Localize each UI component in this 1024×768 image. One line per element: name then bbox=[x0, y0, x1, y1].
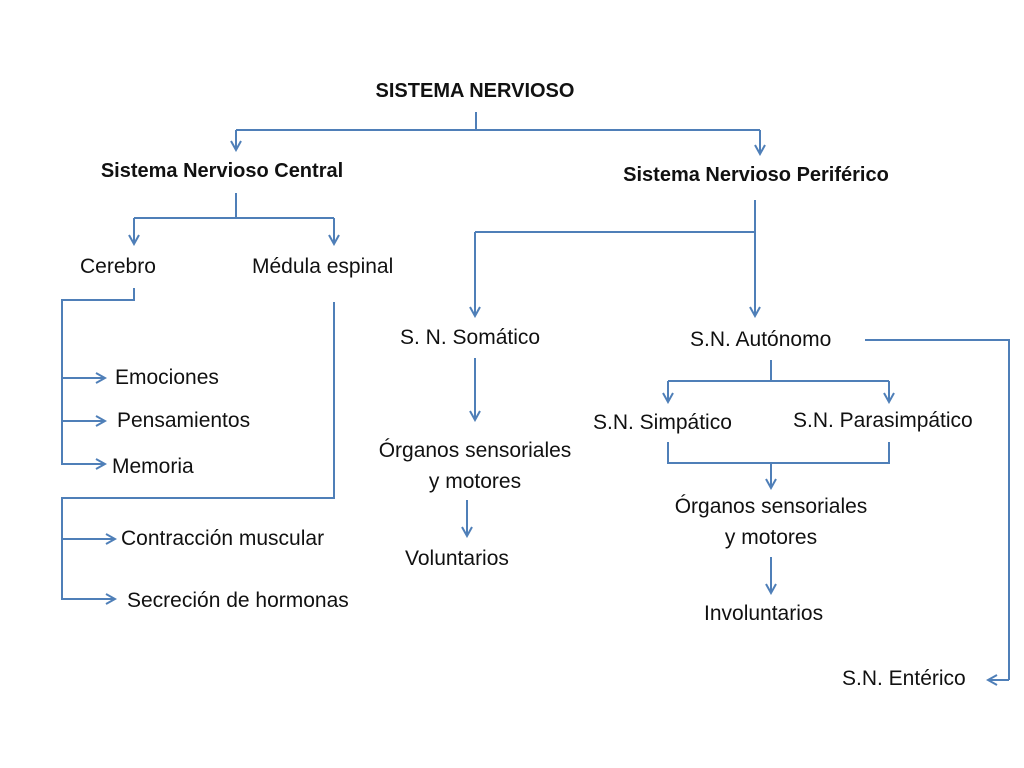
autonomic-split bbox=[668, 360, 889, 402]
autonomic-label: S.N. Autónomo bbox=[690, 328, 832, 351]
central-title: Sistema Nervioso Central bbox=[100, 160, 344, 182]
function-emociones: Emociones bbox=[115, 366, 219, 389]
autonomic-merge bbox=[667, 442, 890, 593]
autonomic-organs-line1: Órganos sensoriales bbox=[674, 495, 868, 518]
somatic-organs-line2: y motores bbox=[428, 470, 522, 493]
medula-bracket bbox=[61, 302, 335, 600]
enteric-label: S.N. Entérico bbox=[842, 667, 966, 690]
cerebro-label: Cerebro bbox=[80, 255, 156, 278]
enteric-connector bbox=[865, 339, 1010, 680]
somatic-chain bbox=[467, 358, 475, 536]
peripheral-title: Sistema Nervioso Periférico bbox=[623, 164, 889, 186]
somatic-label: S. N. Somático bbox=[400, 326, 541, 349]
root-connector bbox=[236, 112, 760, 154]
function-secrecion: Secreción de hormonas bbox=[127, 589, 349, 612]
somatic-organs-line1: Órganos sensoriales bbox=[378, 439, 572, 462]
root-title: SISTEMA NERVIOSO bbox=[375, 80, 575, 102]
peripheral-connector bbox=[475, 200, 755, 316]
autonomic-organs-line2: y motores bbox=[724, 526, 818, 549]
central-connector bbox=[134, 193, 334, 244]
medula-label: Médula espinal bbox=[252, 255, 394, 278]
function-contraccion: Contracción muscular bbox=[121, 527, 325, 550]
parasympathetic-label: S.N. Parasimpático bbox=[793, 409, 973, 432]
function-pensamientos: Pensamientos bbox=[117, 409, 251, 432]
sympathetic-label: S.N. Simpático bbox=[593, 411, 732, 434]
somatic-result: Voluntarios bbox=[405, 547, 509, 570]
cerebro-bracket bbox=[61, 288, 135, 465]
function-memoria: Memoria bbox=[112, 455, 194, 478]
autonomic-result: Involuntarios bbox=[704, 602, 824, 625]
